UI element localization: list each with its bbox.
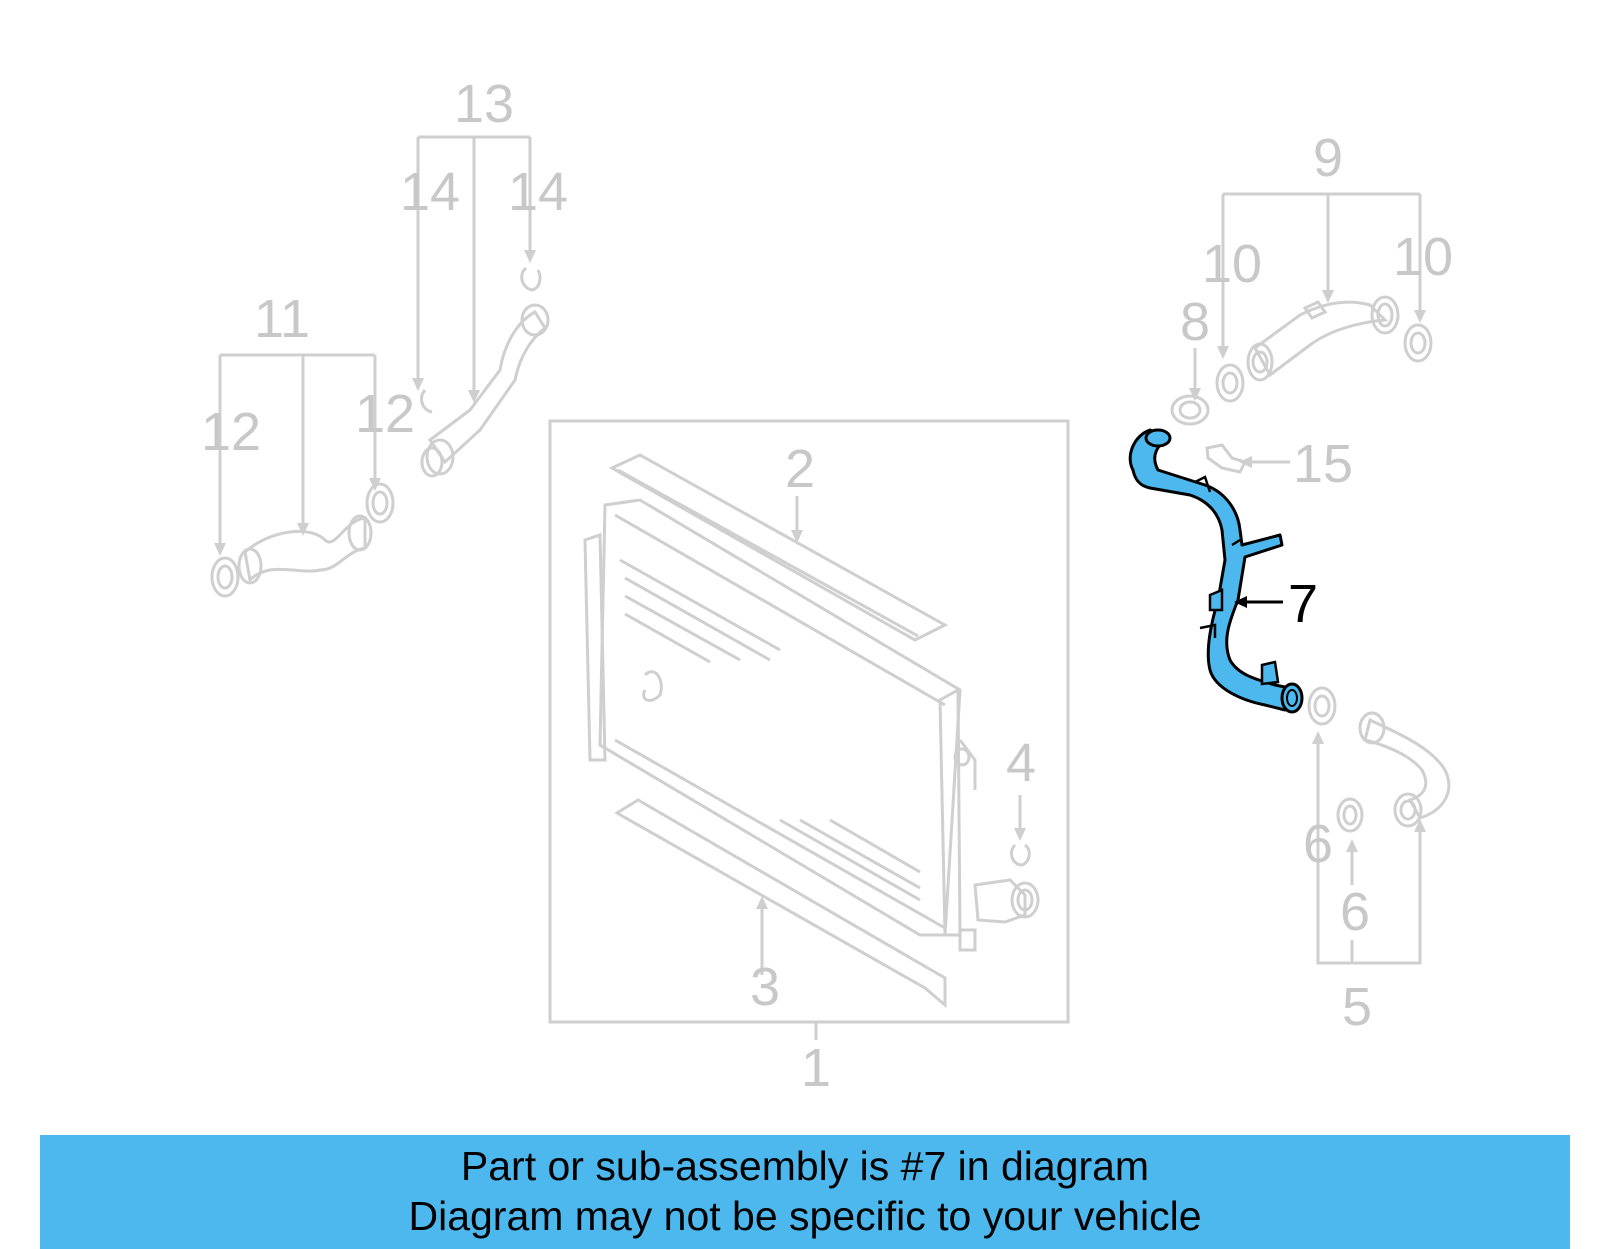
callout-14-right: 14 — [508, 162, 568, 222]
clamp-8 — [1170, 348, 1210, 426]
callout-8: 8 — [1180, 292, 1210, 352]
pipe-7-highlighted — [1128, 428, 1304, 714]
callout-labels: 13 14 14 11 12 12 2 4 3 1 9 10 10 8 15 7… — [201, 74, 1453, 1098]
callout-12-right: 12 — [355, 384, 415, 444]
callout-14-left: 14 — [400, 162, 460, 222]
callout-12-left: 12 — [201, 402, 261, 462]
callout-13: 13 — [454, 74, 514, 134]
callout-10-right: 10 — [1393, 227, 1453, 287]
callout-5: 5 — [1342, 977, 1372, 1037]
callout-6-left: 6 — [1303, 814, 1333, 874]
banner-line-disclaimer: Diagram may not be specific to your vehi… — [408, 1193, 1202, 1239]
callout-1: 1 — [801, 1038, 831, 1098]
callout-2: 2 — [785, 439, 815, 499]
hose-assembly-5 — [1307, 686, 1451, 965]
hose-assembly-9 — [1215, 192, 1433, 403]
banner-line-part: Part or sub-assembly is #7 in diagram — [460, 1143, 1150, 1189]
callout-10-left: 10 — [1202, 234, 1262, 294]
pipe-assembly-13 — [412, 135, 550, 478]
callout-6-right: 6 — [1340, 882, 1370, 942]
callout-9: 9 — [1313, 128, 1343, 188]
callout-11: 11 — [254, 289, 310, 349]
intercooler-assembly-1 — [548, 419, 1070, 1040]
sensor-15 — [1205, 443, 1290, 474]
info-banner: Part or sub-assembly is #7 in diagram Di… — [40, 1135, 1570, 1249]
hose-assembly-11 — [210, 353, 395, 598]
callout-4: 4 — [1006, 733, 1036, 793]
callout-7: 7 — [1288, 574, 1318, 634]
callout-15: 15 — [1293, 434, 1353, 494]
callout-3: 3 — [750, 957, 780, 1017]
